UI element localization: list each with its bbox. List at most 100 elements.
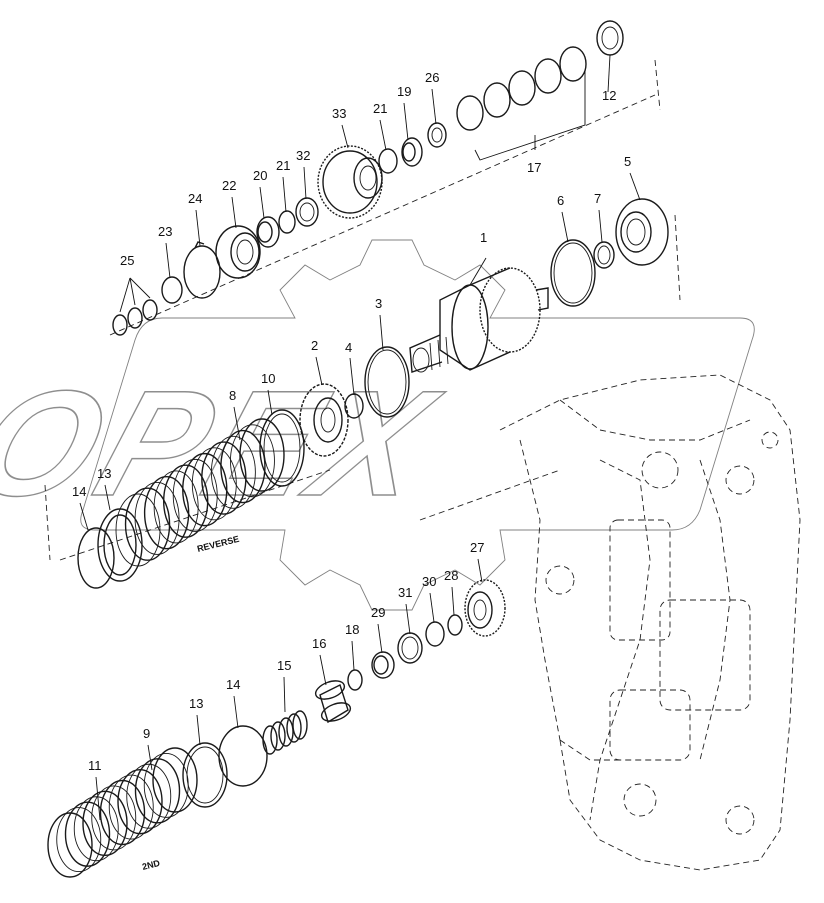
callout-27: 27 <box>470 540 484 555</box>
callout-leader <box>196 714 201 746</box>
callout-24: 24 <box>188 191 202 206</box>
clutch-disc <box>91 785 137 851</box>
part-2-piston <box>299 383 349 457</box>
callout-13: 13 <box>97 466 111 481</box>
clutch-disc <box>124 487 171 561</box>
part-30-ring <box>425 621 445 647</box>
part-13-lower-ring <box>182 742 228 808</box>
callout-leader <box>233 695 239 729</box>
callout-13: 13 <box>189 696 203 711</box>
callout-leader <box>477 558 483 583</box>
stamp-reverse: REVERSE <box>196 534 240 554</box>
part-33-gear <box>317 145 383 219</box>
part-12-ring <box>596 20 624 56</box>
callout-26: 26 <box>425 70 439 85</box>
part-8-clutch-discs <box>115 418 285 567</box>
callout-leader <box>315 356 323 386</box>
clutch-disc <box>47 812 93 878</box>
callout-leader <box>303 166 307 200</box>
callout-leader <box>319 654 327 686</box>
callout-2: 2 <box>311 338 318 353</box>
clutch-disc <box>108 774 154 840</box>
callout-3: 3 <box>375 296 382 311</box>
callout-leader <box>629 172 641 201</box>
part-25-rings <box>112 277 158 336</box>
callout-leader <box>379 119 387 151</box>
callout-leader <box>377 623 383 654</box>
callout-23: 23 <box>158 224 172 239</box>
part-22-bearing <box>215 225 261 279</box>
callout-20: 20 <box>253 168 267 183</box>
part-5-seal-housing <box>615 198 669 266</box>
transmission-housing <box>499 374 801 871</box>
part-20-ring <box>256 216 280 248</box>
clutch-disc <box>56 807 102 873</box>
callout-12: 12 <box>602 88 616 103</box>
callout-11: 11 <box>88 758 102 773</box>
callout-leader <box>598 209 603 243</box>
part-15-spring <box>262 710 308 755</box>
part-18-ring <box>347 669 363 691</box>
part-7-ring <box>593 241 615 269</box>
part-6-ring <box>550 239 596 307</box>
clutch-disc <box>117 768 163 835</box>
clutch-disc <box>73 796 119 862</box>
callout-leader <box>349 357 355 396</box>
part-28-ring <box>447 614 463 636</box>
callout-29: 29 <box>371 605 385 620</box>
callout-14: 14 <box>72 484 86 499</box>
callout-leader <box>195 209 201 247</box>
part-17-disc-set <box>456 46 587 161</box>
part-24-snap-ring <box>183 241 221 299</box>
callout-leader <box>233 406 241 441</box>
callout-10: 10 <box>261 371 275 386</box>
callout-8: 8 <box>229 388 236 403</box>
clutch-disc <box>134 758 181 824</box>
callout-leader <box>431 88 437 125</box>
callout-4: 4 <box>345 340 352 355</box>
part-13-upper-ring <box>97 508 143 582</box>
part-31-ring <box>397 632 423 664</box>
callout-22: 22 <box>222 178 236 193</box>
clutch-disc <box>82 790 128 857</box>
callout-leader <box>429 592 435 623</box>
callout-leader <box>379 314 384 351</box>
part-27-gear <box>464 579 506 637</box>
clutch-disc <box>152 747 198 813</box>
callout-leader <box>469 257 487 286</box>
callout-leader <box>259 186 265 219</box>
callout-18: 18 <box>345 622 359 637</box>
part-10-end-plate <box>259 409 305 487</box>
callout-31: 31 <box>398 585 412 600</box>
callout-32: 32 <box>296 148 310 163</box>
callout-leader <box>403 102 409 141</box>
part-19-ring <box>401 137 423 167</box>
callout-7: 7 <box>594 191 601 206</box>
callout-30: 30 <box>422 574 436 589</box>
clutch-disc <box>143 475 190 550</box>
clutch-disc <box>143 752 189 818</box>
part-14-upper-snap-ring <box>77 527 115 589</box>
callout-leader <box>451 586 455 616</box>
clutch-disc <box>210 435 256 509</box>
part-21-lower-snap-ring <box>278 210 296 234</box>
callout-leader <box>283 676 286 713</box>
part-21-upper-snap-ring <box>378 148 398 174</box>
callout-leader <box>405 603 411 635</box>
callout-14: 14 <box>226 677 240 692</box>
callout-6: 6 <box>557 193 564 208</box>
callout-leader <box>561 211 569 243</box>
clutch-disc <box>191 447 237 521</box>
callout-leader <box>607 54 611 93</box>
clutch-disc <box>230 424 275 498</box>
callout-9: 9 <box>143 726 150 741</box>
callout-28: 28 <box>444 568 458 583</box>
part-26-ring <box>427 122 447 148</box>
stamp-second: 2ND <box>141 858 161 872</box>
part-23-ring <box>161 276 183 304</box>
callout-leader <box>95 776 101 821</box>
callout-5: 5 <box>624 154 631 169</box>
part-3-snap-ring <box>364 346 410 418</box>
callout-1: 1 <box>480 230 487 245</box>
